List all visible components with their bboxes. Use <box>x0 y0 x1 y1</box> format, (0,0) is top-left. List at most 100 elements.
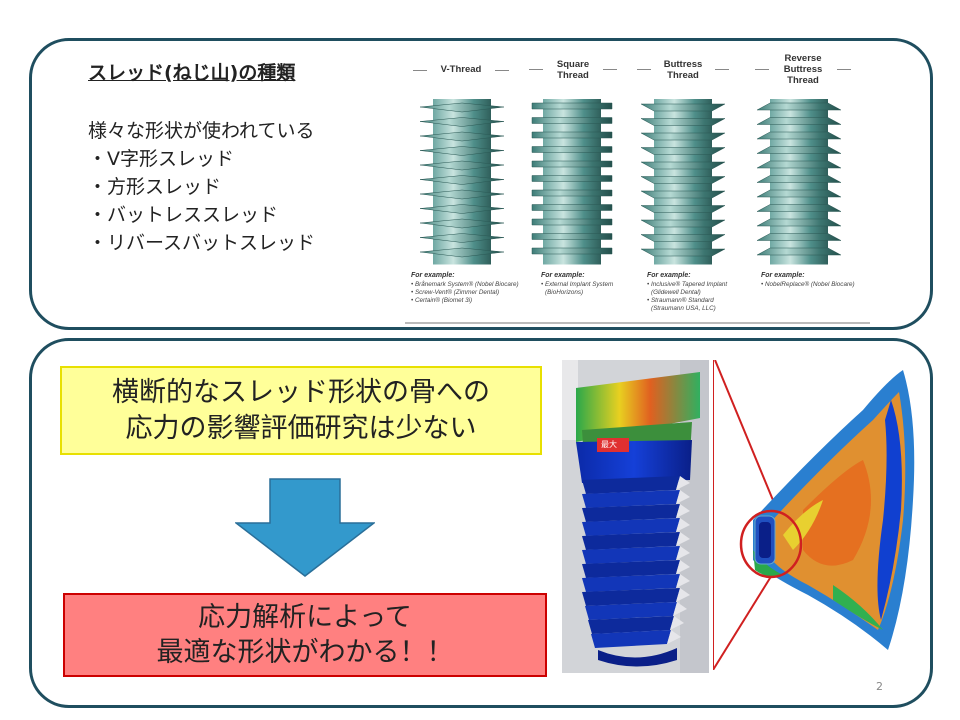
fea-thread-band <box>582 532 680 550</box>
list-item: ・V字形スレッド <box>88 148 234 170</box>
example-col-buttress: For example: • Inclusive® Tapered Implan… <box>647 272 759 313</box>
fea-thread-notch <box>676 490 690 504</box>
example-col-reverse-buttress: For example: • NobelReplace® (Nobel Bioc… <box>761 272 873 289</box>
thread-header-label: Thread <box>557 70 589 81</box>
thread-ridge <box>756 233 842 241</box>
thread-ridge <box>531 218 613 226</box>
thread-ridge <box>419 175 505 185</box>
fea-implant-image <box>562 360 709 673</box>
fea-thread-band <box>591 630 671 648</box>
thread-ridge <box>756 218 842 227</box>
thread-ridge <box>640 205 726 213</box>
callout-line: 横断的なスレッド形状の骨への <box>112 376 490 408</box>
thread-ridge <box>640 248 726 257</box>
thread-type-list: ・V字形スレッド ・方形スレッド ・バットレススレッド ・リバースバットスレッド <box>88 145 315 257</box>
thread-header-v: V-Thread <box>405 50 517 75</box>
fea-thread-notch <box>676 476 690 490</box>
thread-ridge <box>419 189 505 200</box>
thread-ridge <box>756 189 842 198</box>
example-item: (Glidewell Dental) <box>651 289 701 296</box>
figure-divider <box>405 322 870 324</box>
example-col-square: For example: • External Implant System (… <box>541 272 653 297</box>
fea-thread-notch <box>667 630 681 644</box>
example-title: For example: <box>761 272 805 279</box>
fea-thread-notch <box>670 616 684 630</box>
fea-thread-notch <box>676 588 690 602</box>
fea-thread-notch <box>676 532 690 546</box>
example-item: • Certain® (Biomet 3i) <box>411 297 473 304</box>
thread-ridge <box>419 247 505 258</box>
thread-ridge <box>419 146 505 156</box>
fea-thread-notch <box>676 574 690 588</box>
fea-thread-notch <box>676 546 690 560</box>
thread-screw-square <box>531 99 613 265</box>
thread-ridge <box>531 247 613 255</box>
thread-ridge <box>756 146 842 154</box>
example-item: (Straumann USA, LLC) <box>651 305 716 312</box>
callout-line: 応力解析によって <box>198 602 412 633</box>
thread-ridge <box>531 175 613 182</box>
thread-ridge <box>640 219 726 228</box>
thread-ridge <box>531 146 613 153</box>
thread-ridge <box>756 175 842 183</box>
thread-types-figure: V-Thread Square Thread Buttress Thread R… <box>395 50 875 325</box>
list-item: ・方形スレッド <box>88 176 222 198</box>
thread-ridge <box>531 102 613 110</box>
fea-thread-notch <box>676 518 690 532</box>
fea-thread-band <box>582 588 680 606</box>
thread-ridge <box>640 147 726 155</box>
intro-text: 様々な形状が使われている <box>88 120 315 142</box>
thread-header-square: Square Thread <box>517 50 629 81</box>
fea-cross-section-image <box>713 360 915 670</box>
thread-ridge <box>640 103 726 112</box>
thread-ridge <box>756 204 842 212</box>
thread-ridge <box>640 132 726 141</box>
fea-thread-band <box>582 504 680 522</box>
fea-thread-band <box>585 602 677 620</box>
thread-header-buttress: Buttress Thread <box>627 50 739 81</box>
example-item: • Screw-Vent® (Zimmer Dental) <box>411 289 500 296</box>
example-title: For example: <box>411 272 455 279</box>
thread-ridge <box>531 117 613 124</box>
thread-screw-reverse-buttress <box>756 99 842 265</box>
thread-ridge <box>419 218 505 229</box>
thread-ridge <box>756 102 842 111</box>
thread-header-reverse-buttress: Reverse Buttress Thread <box>747 50 859 86</box>
thread-ridge <box>531 160 613 168</box>
thread-ridge <box>531 131 613 139</box>
example-item: • NobelReplace® (Nobel Biocare) <box>761 281 855 288</box>
fea-thread-notch <box>676 504 690 518</box>
fea-thread-band <box>582 560 680 578</box>
thread-screw-v <box>419 99 505 265</box>
fea-thread-band <box>582 518 680 536</box>
callout-line: 最適な形状がわかる！！ <box>156 637 454 668</box>
fea-thread-band <box>582 476 680 494</box>
example-item: (BioHorizons) <box>545 289 584 296</box>
thread-ridge <box>640 234 726 242</box>
thread-ridge <box>419 233 505 243</box>
thread-header-label: Thread <box>787 75 819 86</box>
list-item: ・バットレススレッド <box>88 204 279 226</box>
thread-ridge <box>756 160 842 169</box>
thread-header-label: Buttress <box>783 64 823 75</box>
thread-ridge <box>531 189 613 197</box>
fea-thread-band <box>582 546 680 564</box>
thread-screws-illustration <box>419 99 842 265</box>
thread-header-label: V-Thread <box>440 64 482 75</box>
thread-ridge <box>419 160 505 171</box>
thread-screw-buttress <box>640 99 726 265</box>
fea-thread-band <box>582 574 680 592</box>
fea-thread-band <box>588 616 674 634</box>
thread-ridge <box>640 190 726 199</box>
example-title: For example: <box>541 272 585 279</box>
thread-ridge <box>531 233 613 240</box>
fea-thread-notch <box>673 602 687 616</box>
example-item: • Straumann® Standard <box>647 297 714 304</box>
list-item: ・リバースバットスレッド <box>88 232 316 254</box>
thread-ridge <box>640 161 726 170</box>
research-gap-callout: 横断的なスレッド形状の骨への 応力の影響評価研究は少ない <box>60 366 542 455</box>
thread-ridge <box>640 176 726 184</box>
fea-thread-notch <box>676 560 690 574</box>
thread-ridge <box>640 118 726 126</box>
thread-ridge <box>756 247 842 256</box>
